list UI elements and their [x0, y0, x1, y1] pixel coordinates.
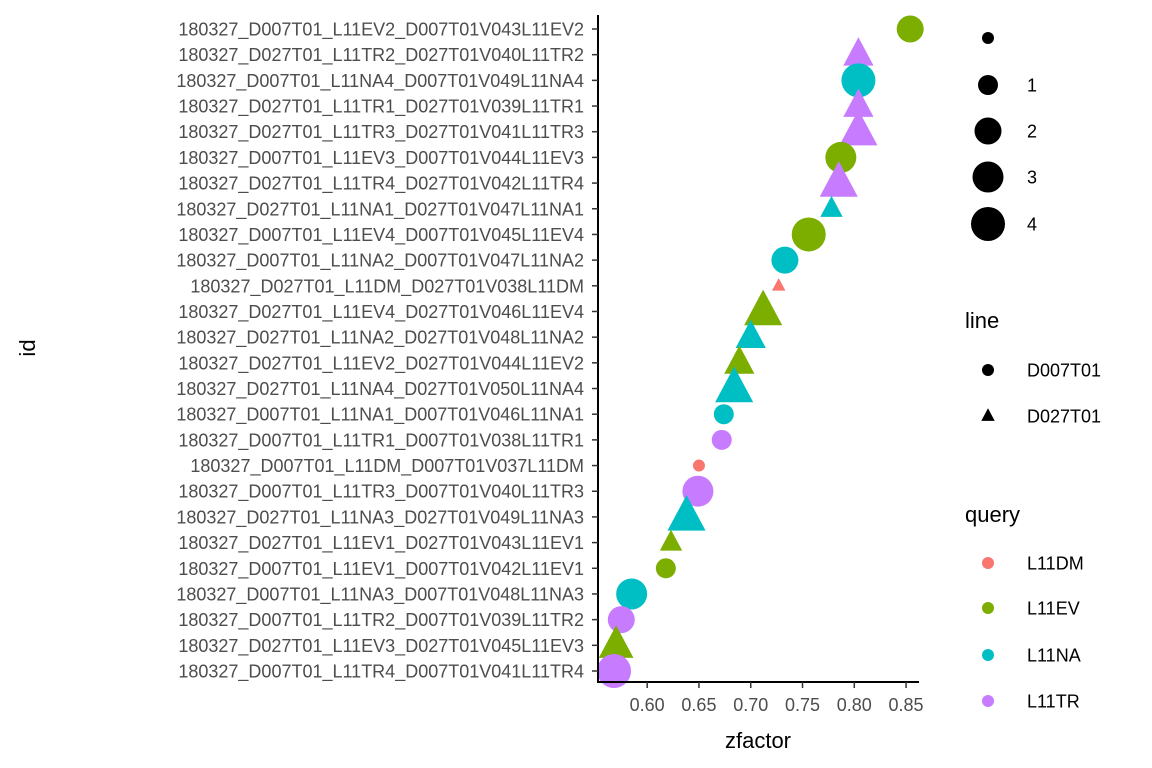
x-tick-label: 0.75 — [785, 695, 820, 715]
y-tick-label: 180327_D027T01_L11EV1_D027T01V043L11EV1 — [178, 533, 584, 554]
x-tick-label: 0.60 — [630, 695, 665, 715]
data-point — [711, 429, 732, 450]
legend-size-label: 3 — [1027, 168, 1037, 188]
data-point — [744, 289, 783, 326]
data-point — [715, 366, 754, 403]
legend-color-key — [982, 602, 994, 614]
data-point — [655, 558, 676, 579]
x-tick-label: 0.85 — [889, 695, 924, 715]
legend-color-key — [982, 649, 994, 661]
chart-axes — [597, 15, 919, 683]
legend-size-key — [974, 117, 1002, 145]
y-tick-label: 180327_D007T01_L11EV4_D007T01V045L11EV4 — [178, 225, 584, 246]
x-tick-label: 0.70 — [733, 695, 768, 715]
legend-size-key — [971, 207, 1005, 241]
y-axis-title: id — [15, 339, 40, 356]
data-point — [607, 606, 635, 634]
y-tick-label: 180327_D027T01_L11NA2_D027T01V048L11NA2 — [176, 328, 584, 349]
legend-color-label: L11DM — [1027, 554, 1084, 574]
y-tick-label: 180327_D027T01_L11EV2_D027T01V044L11EV2 — [178, 353, 584, 374]
data-point — [771, 278, 786, 291]
data-point — [724, 345, 755, 374]
data-point — [896, 15, 924, 43]
y-tick-label: 180327_D007T01_L11EV2_D007T01V043L11EV2 — [178, 20, 584, 41]
legend-color-key — [982, 695, 994, 707]
data-point — [839, 109, 878, 146]
legend-size-label: 2 — [1027, 122, 1037, 142]
data-point — [841, 63, 876, 98]
legend-title: line — [965, 308, 999, 333]
x-tick-label: 0.80 — [837, 695, 872, 715]
y-tick-label: 180327_D027T01_L11TR4_D027T01V042L11TR4 — [178, 174, 584, 195]
legend-color-label: L11EV — [1027, 599, 1080, 619]
data-point — [819, 161, 858, 197]
y-tick-label: 180327_D027T01_L11NA1_D027T01V047L11NA1 — [176, 199, 584, 220]
data-point — [843, 37, 874, 66]
y-tick-label: 180327_D007T01_L11TR2_D007T01V039L11TR2 — [178, 610, 584, 631]
data-point — [713, 404, 734, 425]
data-point — [667, 495, 706, 531]
data-point — [771, 246, 799, 274]
legend-color-label: L11TR — [1027, 692, 1080, 712]
y-tick-label: 180327_D007T01_L11NA1_D007T01V046L11NA1 — [176, 405, 584, 426]
y-tick-label: 180327_D027T01_L11NA3_D027T01V049L11NA3 — [176, 507, 584, 528]
y-tick-label: 180327_D007T01_L11EV1_D007T01V042L11EV1 — [178, 559, 584, 580]
data-point — [735, 319, 766, 349]
y-tick-label: 180327_D027T01_L11EV3_D027T01V045L11EV3 — [178, 636, 584, 657]
legend-title: query — [965, 502, 1020, 527]
legend-size-label: 4 — [1027, 215, 1037, 235]
y-tick-label: 180327_D007T01_L11TR1_D007T01V038L11TR1 — [178, 430, 584, 451]
data-point — [820, 195, 843, 217]
legend-size-key — [978, 75, 998, 95]
data-point — [598, 625, 634, 658]
y-tick-label: 180327_D007T01_L11DM_D007T01V037L11DM — [190, 456, 584, 477]
y-tick-labels: 180327_D007T01_L11EV2_D007T01V043L11EV2 1… — [176, 20, 598, 683]
legend-color-key — [982, 557, 994, 569]
data-point — [825, 141, 857, 173]
data-point — [843, 88, 874, 117]
legend-shape-label: D007T01 — [1027, 361, 1101, 381]
legend-shape-key — [981, 408, 995, 421]
x-axis-title: zfactor — [725, 728, 791, 753]
y-tick-label: 180327_D027T01_L11NA4_D027T01V050L11NA4 — [176, 379, 584, 400]
y-tick-label: 180327_D007T01_L11EV3_D007T01V044L11EV3 — [178, 148, 584, 169]
y-tick-label: 180327_D007T01_L11NA4_D007T01V049L11NA4 — [176, 71, 584, 92]
y-tick-label: 180327_D007T01_L11TR4_D007T01V041L11TR4 — [178, 662, 584, 683]
data-point — [659, 529, 683, 551]
y-tick-label: 180327_D007T01_L11NA3_D007T01V048L11NA3 — [176, 584, 584, 605]
x-tick-label: 0.65 — [681, 695, 716, 715]
x-tick-labels: 0.60 0.65 0.70 0.75 0.80 0.85 — [630, 682, 924, 715]
chart-marks — [597, 15, 924, 688]
data-point — [616, 578, 648, 610]
legend-size-key — [982, 32, 994, 44]
data-point — [692, 459, 705, 472]
y-tick-label: 180327_D007T01_L11NA2_D007T01V047L11NA2 — [176, 251, 584, 272]
y-tick-label: 180327_D027T01_L11TR3_D027T01V041L11TR3 — [178, 122, 584, 143]
legend-color-label: L11NA — [1027, 646, 1081, 666]
y-tick-label: 180327_D027T01_L11DM_D027T01V038L11DM — [190, 276, 584, 297]
y-tick-label: 180327_D027T01_L11EV4_D027T01V046L11EV4 — [178, 302, 584, 323]
legend-size-key — [972, 161, 1004, 193]
y-tick-label: 180327_D027T01_L11TR1_D027T01V039L11TR1 — [178, 97, 584, 118]
y-tick-label: 180327_D007T01_L11TR3_D007T01V040L11TR3 — [178, 482, 584, 503]
data-point — [682, 475, 714, 507]
legend-size-label: 1 — [1027, 76, 1037, 96]
data-point — [597, 654, 632, 688]
legend-shape-label: D027T01 — [1027, 407, 1101, 427]
y-tick-label: 180327_D027T01_L11TR2_D027T01V040L11TR2 — [178, 45, 584, 66]
legend-shape-key — [982, 364, 994, 376]
data-point — [791, 217, 826, 252]
